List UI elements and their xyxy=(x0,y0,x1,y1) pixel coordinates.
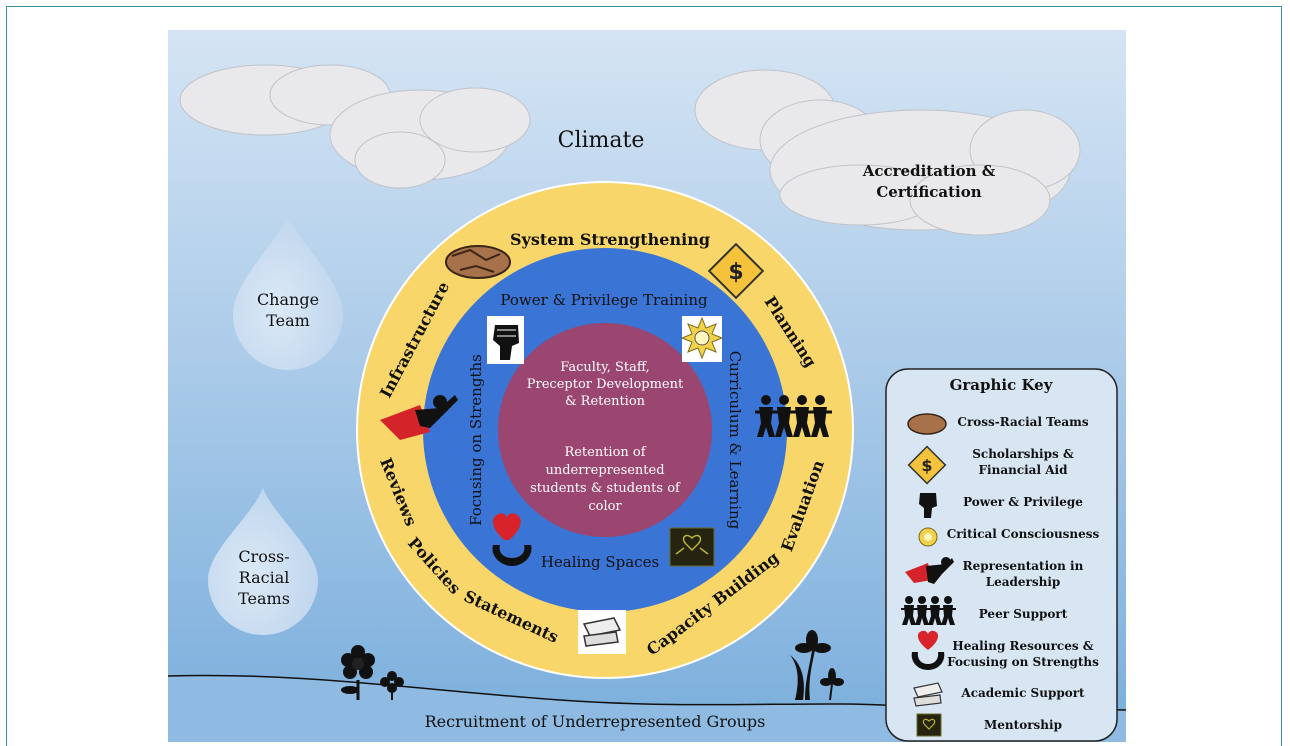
handshake-icon xyxy=(445,245,511,279)
svg-text:$: $ xyxy=(728,260,743,285)
cross-racial-line2: Racial xyxy=(239,568,290,587)
key-handshake-icon xyxy=(907,413,947,435)
key-item-9-line1: Mentorship xyxy=(984,718,1062,732)
mentorship-icon xyxy=(669,527,715,567)
curriculum-learning-label: Curriculum & Learning xyxy=(726,351,744,530)
recruitment-label: Recruitment of Underrepresented Groups xyxy=(425,712,766,731)
center-line7: color xyxy=(588,499,622,514)
change-team-line2: Team xyxy=(266,311,310,330)
right-cloud xyxy=(694,69,1081,236)
center-line5: underrepresented xyxy=(545,463,664,478)
key-heart-hands-icon xyxy=(911,630,945,670)
graphic-key-title: Graphic Key xyxy=(950,376,1054,394)
change-team-drop xyxy=(233,215,343,370)
climate-label: Climate xyxy=(558,128,645,153)
focusing-strengths-label: Focusing on Strengths xyxy=(467,354,485,526)
key-item-2-line2: Financial Aid xyxy=(979,463,1069,477)
heart-hands-icon xyxy=(492,513,532,566)
key-lightbulb-icon xyxy=(918,527,938,547)
key-superhero-icon xyxy=(905,557,954,584)
figure-frame xyxy=(6,6,1282,746)
flower-right-icon xyxy=(790,630,844,701)
cross-racial-line3: Teams xyxy=(238,589,290,608)
center-circle xyxy=(498,323,712,537)
key-books-icon xyxy=(913,682,943,707)
flower-left-icon xyxy=(341,645,404,700)
accreditation-line1: Accreditation & xyxy=(862,162,996,180)
cross-racial-line1: Cross- xyxy=(238,547,289,566)
center-line3: & Retention xyxy=(565,394,646,409)
key-item-4-line1: Critical Consciousness xyxy=(947,527,1100,541)
center-line6: students & students of xyxy=(530,481,681,496)
lightbulb-icon xyxy=(680,316,724,362)
key-item-1-line1: Cross-Racial Teams xyxy=(957,415,1088,429)
system-strengthening-label: System Strengthening xyxy=(510,230,710,249)
dollar-sign-icon: $ xyxy=(707,242,765,300)
key-dollar-sign-icon: $ xyxy=(907,445,947,485)
key-people-chain-icon xyxy=(901,596,956,625)
key-item-6-line1: Peer Support xyxy=(979,607,1068,621)
books-icon xyxy=(578,610,626,654)
key-item-5-line2: Leadership xyxy=(986,575,1061,589)
ground-line xyxy=(167,674,1127,711)
left-cloud xyxy=(179,64,531,189)
accreditation-line2: Certification xyxy=(876,183,981,201)
key-item-7-line1: Healing Resources & xyxy=(952,639,1093,653)
key-item-5-line1: Representation in xyxy=(963,559,1084,573)
key-raised-fist-icon xyxy=(919,493,937,518)
key-item-7-line2: Focusing on Strengths xyxy=(947,655,1099,669)
healing-spaces-label: Healing Spaces xyxy=(541,553,659,571)
change-team-line1: Change xyxy=(257,290,319,309)
superhero-icon xyxy=(380,395,458,440)
svg-text:$: $ xyxy=(921,456,932,475)
key-item-3-line1: Power & Privilege xyxy=(963,495,1083,509)
cross-racial-drop xyxy=(207,488,318,636)
key-item-8-line1: Academic Support xyxy=(960,686,1085,700)
power-privilege-label: Power & Privilege Training xyxy=(500,291,708,309)
center-line1: Faculty, Staff, xyxy=(560,360,650,375)
graphic-key-panel xyxy=(885,368,1118,742)
people-chain-icon xyxy=(755,395,832,437)
raised-fist-icon xyxy=(487,316,524,364)
key-mentorship-icon xyxy=(916,713,942,737)
key-item-2-line1: Scholarships & xyxy=(972,447,1074,461)
center-line2: Preceptor Development xyxy=(527,377,684,392)
center-line4: Retention of xyxy=(564,445,646,460)
